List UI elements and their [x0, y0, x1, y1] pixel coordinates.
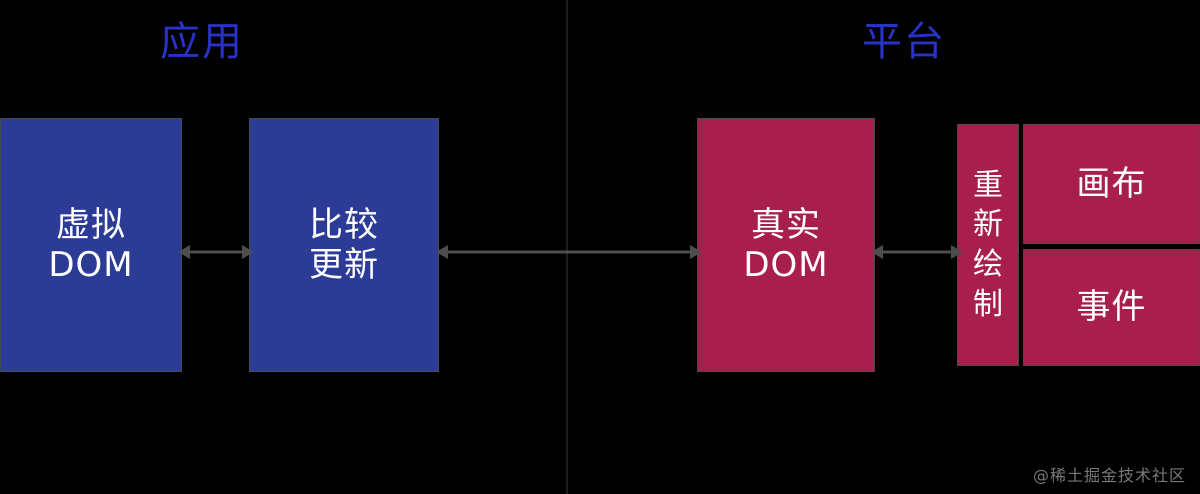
- node-real-dom[interactable]: 真实 DOM: [697, 118, 875, 372]
- node-diff-update-line1: 比较: [309, 204, 379, 245]
- section-label-platform: 平台: [862, 19, 946, 65]
- node-events[interactable]: 事件: [1023, 249, 1200, 366]
- node-canvas[interactable]: 画布: [1023, 124, 1200, 244]
- node-repaint-line3: 绘: [973, 247, 1003, 282]
- connector-vdom-to-diff: [178, 245, 254, 259]
- node-repaint-line1: 重: [973, 167, 1003, 203]
- section-label-application: 应用: [160, 19, 244, 65]
- node-diff-update[interactable]: 比较 更新: [249, 118, 439, 372]
- node-canvas-label: 画布: [1076, 163, 1147, 204]
- section-divider: [566, 0, 568, 494]
- node-virtual-dom-line1: 虚拟: [56, 204, 126, 245]
- connector-diff-to-real-dom: [436, 245, 702, 259]
- watermark: @稀土掘金技术社区: [1032, 466, 1186, 485]
- node-repaint[interactable]: 重 新 绘 制: [957, 124, 1019, 366]
- node-events-label: 事件: [1076, 287, 1147, 328]
- node-virtual-dom-line2: DOM: [48, 245, 134, 285]
- node-diff-update-line2: 更新: [309, 245, 379, 285]
- node-real-dom-line2: DOM: [743, 245, 829, 285]
- node-virtual-dom[interactable]: 虚拟 DOM: [0, 118, 182, 372]
- node-repaint-line2: 新: [973, 207, 1003, 243]
- node-repaint-line4: 制: [973, 286, 1003, 322]
- node-real-dom-line1: 真实: [751, 204, 821, 245]
- connector-real-dom-to-repaint: [871, 245, 963, 259]
